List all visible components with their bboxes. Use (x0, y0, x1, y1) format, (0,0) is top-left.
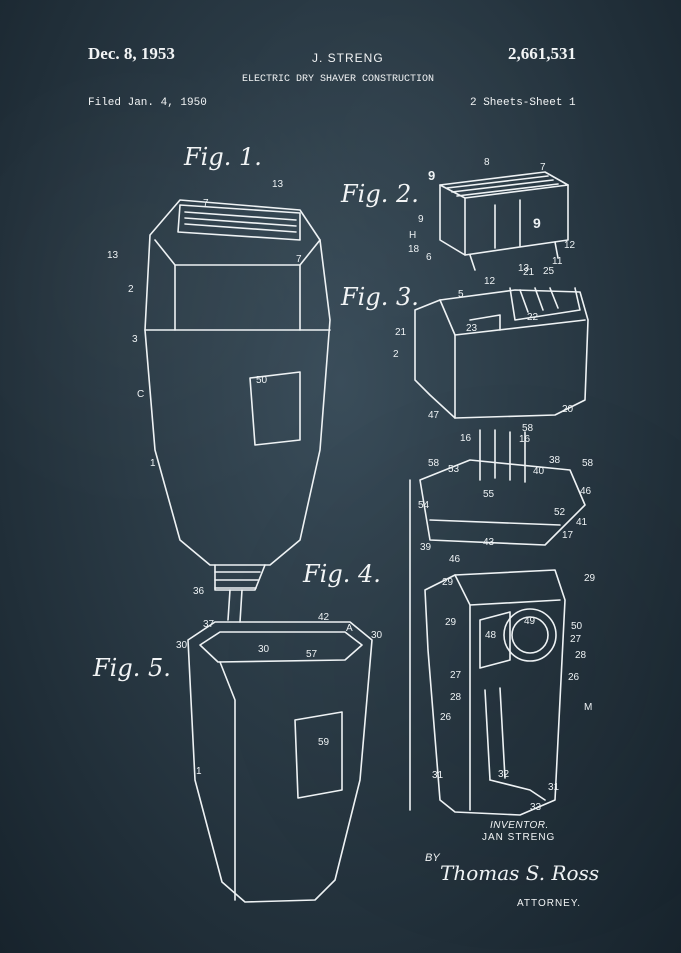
label-29b: 29 (584, 573, 596, 584)
fig5-cap-drawing (187, 621, 373, 903)
label-23: 23 (466, 323, 478, 334)
fig-5-label: Fig. 5. (93, 654, 171, 682)
label-2: 2 (128, 284, 134, 295)
label-30: 30 (176, 640, 188, 651)
label-13c: 13 (518, 263, 530, 274)
by-label: BY (425, 852, 440, 864)
label-50b: 50 (571, 621, 583, 632)
label-13: 13 (272, 179, 284, 190)
label-6: 6 (426, 252, 432, 263)
label-36: 36 (193, 586, 205, 597)
label-8: 8 (484, 157, 490, 168)
fig-1-label: Fig. 1. (184, 143, 262, 171)
label-9c: 9 (533, 215, 541, 231)
label-42: 42 (318, 612, 330, 623)
label-5: 5 (458, 289, 464, 300)
label-49: 49 (524, 616, 536, 627)
label-18: 18 (408, 244, 420, 255)
label-27b: 27 (450, 670, 462, 681)
label-46b: 46 (449, 554, 461, 565)
label-30b: 30 (371, 630, 383, 641)
label-58b: 58 (428, 458, 440, 469)
label-7c: 7 (540, 162, 546, 173)
label-22: 22 (527, 312, 539, 323)
label-47: 47 (428, 410, 440, 421)
label-39: 39 (420, 542, 432, 553)
attorney-signature: Thomas S. Ross (440, 861, 599, 885)
label-16: 16 (460, 433, 472, 444)
label-37: 37 (203, 619, 215, 630)
fig-4-label: Fig. 4. (303, 560, 381, 588)
fig-2-label: Fig. 2. (341, 180, 419, 208)
label-1: 1 (150, 458, 156, 469)
label-16b: 16 (519, 434, 531, 445)
label-9b: 9 (418, 214, 424, 225)
label-28: 28 (575, 650, 587, 661)
label-C: C (137, 389, 144, 400)
label-58c: 58 (582, 458, 594, 469)
patent-number: 2,661,531 (508, 44, 576, 63)
label-26b: 26 (440, 712, 452, 723)
label-41: 41 (576, 517, 588, 528)
inventor-header: J. STRENG (312, 51, 384, 65)
label-29: 29 (442, 577, 454, 588)
label-53: 53 (448, 464, 460, 475)
label-33: 33 (530, 802, 542, 813)
label-13b: 13 (107, 250, 119, 261)
label-31b: 31 (548, 782, 560, 793)
label-26: 26 (568, 672, 580, 683)
patent-title: ELECTRIC DRY SHAVER CONSTRUCTION (242, 74, 435, 85)
label-29c: 29 (445, 617, 457, 628)
label-12b: 12 (484, 276, 496, 287)
label-55: 55 (483, 489, 495, 500)
fig4-motor-drawing (409, 429, 586, 816)
label-12: 12 (564, 240, 576, 251)
fig2-cutter-drawing (439, 171, 569, 271)
label-20: 20 (562, 404, 574, 415)
label-54: 54 (418, 500, 430, 511)
label-57: 57 (306, 649, 318, 660)
label-7b: 7 (296, 254, 302, 265)
patent-date: Dec. 8, 1953 (88, 44, 175, 63)
label-25: 25 (543, 266, 555, 277)
label-17: 17 (562, 530, 574, 541)
label-M: M (584, 702, 592, 713)
label-48: 48 (485, 630, 497, 641)
fig-3-label: Fig. 3. (341, 283, 419, 311)
label-1b: 1 (196, 766, 202, 777)
label-59: 59 (318, 737, 330, 748)
label-46: 46 (580, 486, 592, 497)
filed-date: Filed Jan. 4, 1950 (88, 97, 207, 109)
label-11: 11 (552, 256, 563, 267)
label-28b: 28 (450, 692, 462, 703)
inventor-name: JAN STRENG (482, 832, 556, 843)
label-A: A (346, 623, 353, 634)
label-58: 58 (522, 423, 534, 434)
label-27: 27 (570, 634, 582, 645)
label-30c: 30 (258, 644, 270, 655)
fig1-shaver-drawing (144, 199, 331, 623)
label-7: 7 (203, 198, 209, 209)
attorney-label: ATTORNEY. (517, 898, 582, 909)
label-43: 43 (483, 537, 495, 548)
label-21b: 21 (395, 327, 407, 338)
label-H: H (409, 230, 416, 241)
label-21: 21 (523, 267, 535, 278)
label-31: 31 (432, 770, 444, 781)
label-40: 40 (533, 466, 545, 477)
sheet-count: 2 Sheets-Sheet 1 (470, 97, 576, 109)
label-9: 9 (428, 168, 435, 183)
label-50: 50 (256, 375, 268, 386)
label-32: 32 (498, 769, 510, 780)
inventor-label: INVENTOR. (490, 820, 549, 831)
fig3-frame-drawing (414, 287, 589, 419)
label-3: 3 (132, 334, 138, 345)
label-52: 52 (554, 507, 566, 518)
label-38: 38 (549, 455, 561, 466)
label-2b: 2 (393, 349, 399, 360)
